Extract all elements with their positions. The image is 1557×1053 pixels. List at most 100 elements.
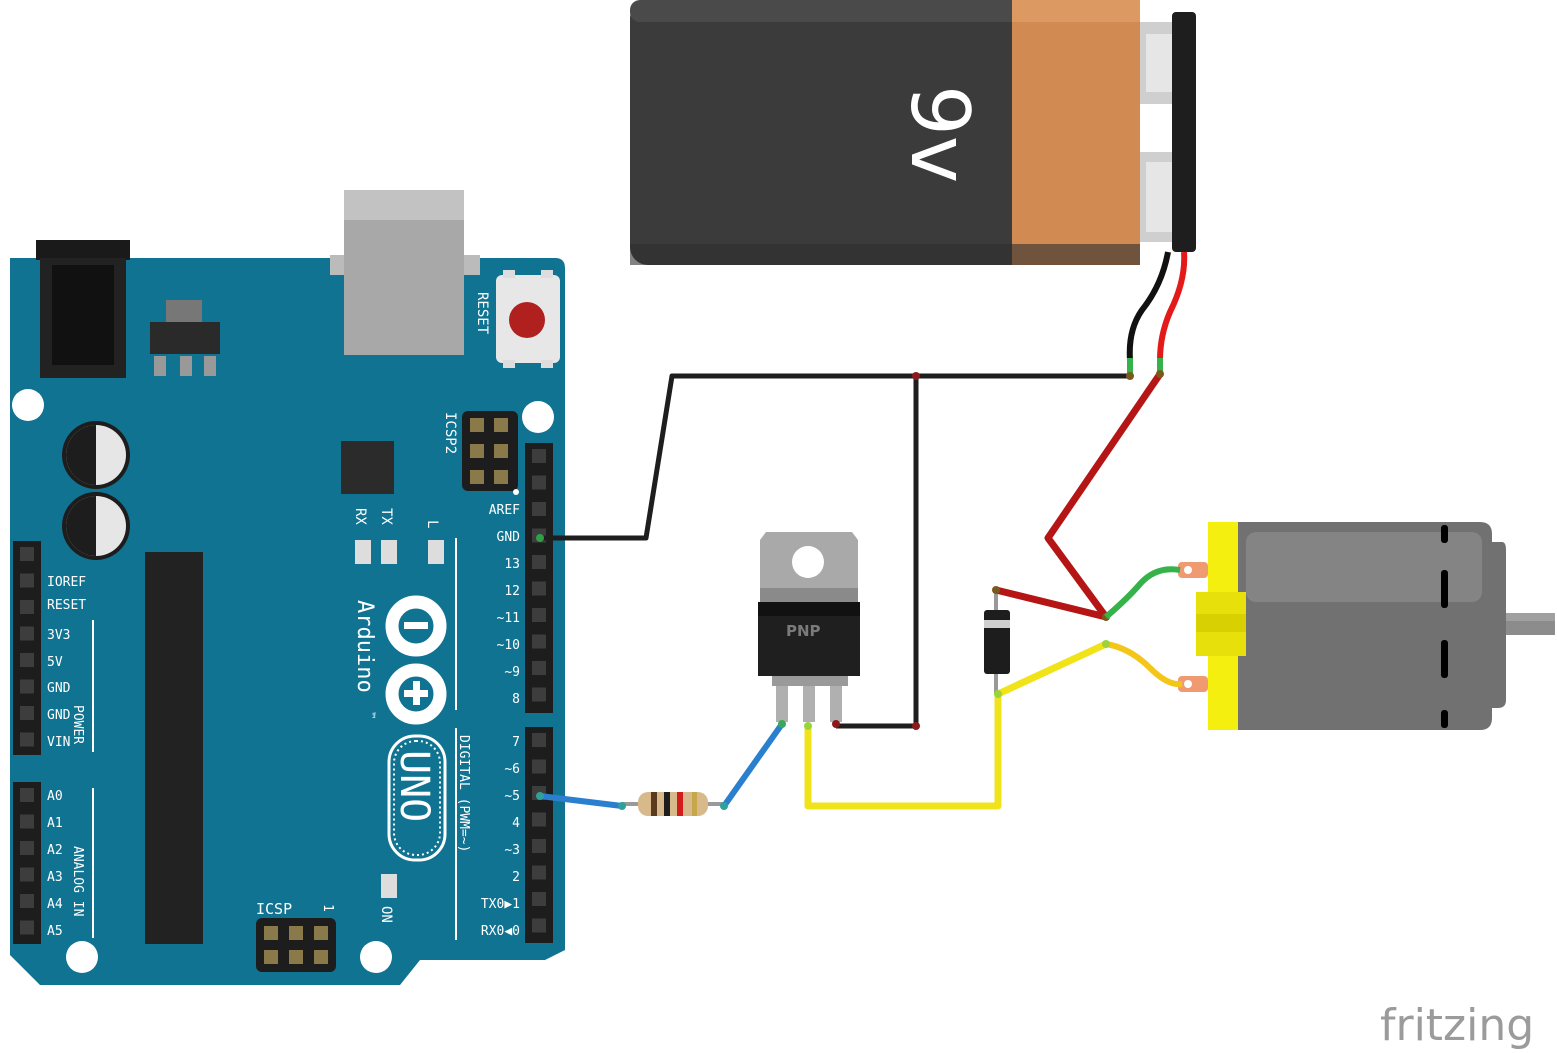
arduino-infinity-logo <box>385 595 447 725</box>
header-socket <box>532 865 546 880</box>
header-socket <box>20 626 34 641</box>
pin-label-5: ~5 <box>504 789 520 804</box>
reset-button[interactable] <box>496 270 560 368</box>
tx-label: TX <box>378 508 394 525</box>
atmega-chip <box>145 552 203 944</box>
header-socket <box>532 661 546 675</box>
mounting-hole <box>522 401 554 433</box>
dc-motor <box>1178 522 1555 730</box>
icsp-label: ICSP <box>256 900 292 918</box>
mounting-hole <box>360 941 392 973</box>
analog-label: ANALOG IN <box>70 846 85 916</box>
l-led <box>428 540 444 564</box>
mounting-hole <box>12 389 44 421</box>
header-socket <box>532 449 546 463</box>
pin-label-1: TX0▶1 <box>481 897 520 912</box>
header-socket <box>20 706 34 720</box>
usb-chip <box>341 441 394 494</box>
header-socket <box>20 653 34 667</box>
header-socket <box>20 841 34 855</box>
trademark: ™ <box>365 712 376 718</box>
arduino-uno-board: RESET ICSP2 RX TX L <box>10 190 565 985</box>
wire-vplus-red <box>995 372 1163 621</box>
header-socket <box>532 892 546 906</box>
header-socket <box>20 732 34 747</box>
pnp-transistor: PNP <box>758 532 860 722</box>
battery-cap <box>1172 12 1196 252</box>
header-socket <box>20 788 34 802</box>
capacitor <box>62 492 130 560</box>
pin-label-3: ~3 <box>504 843 520 858</box>
header-socket <box>532 839 546 853</box>
diode <box>984 590 1010 694</box>
battery-9v: 9v <box>630 0 1196 265</box>
pin-label-12: 12 <box>504 584 520 599</box>
minus-sign <box>404 622 428 629</box>
fritzing-watermark: fritzing <box>1380 1000 1534 1051</box>
header-socket <box>20 867 34 882</box>
pin-label-ioref: IOREF <box>47 575 86 590</box>
pin-label-0: RX0◀0 <box>481 924 520 939</box>
pin-label-a3: A3 <box>47 870 63 885</box>
voltage-regulator <box>150 300 220 376</box>
on-label: ON <box>378 906 394 923</box>
pin-label-vin: VIN <box>47 735 70 750</box>
pin-label-a0: A0 <box>47 789 63 804</box>
header-socket <box>532 733 546 747</box>
reset-label: RESET <box>474 292 490 335</box>
wire-base-blue <box>721 722 785 808</box>
icsp2-header <box>462 411 519 495</box>
analog-header <box>13 782 41 944</box>
pin-label-6: ~6 <box>504 762 520 777</box>
pin-label-4: 4 <box>512 816 520 831</box>
header-socket <box>20 920 34 935</box>
header-socket <box>20 894 34 908</box>
wire-pwm-blue <box>539 793 623 809</box>
pin-label-a2: A2 <box>47 843 63 858</box>
pin-label-gnd-d: GND <box>497 530 521 545</box>
digital-header-bottom <box>525 727 553 943</box>
pin-label-11: ~11 <box>497 611 520 626</box>
plus-sign-v <box>413 681 420 705</box>
battery-lead-black <box>1126 251 1171 361</box>
capacitor <box>62 421 130 489</box>
pin-label-gnd2: GND <box>47 708 71 723</box>
resistor <box>622 792 724 816</box>
header-socket <box>532 918 546 933</box>
pin-label-reset: RESET <box>47 598 86 613</box>
header-socket <box>532 555 546 569</box>
usb-connector <box>330 190 480 355</box>
wire-collector-yellow <box>804 640 1108 810</box>
mounting-hole <box>66 941 98 973</box>
left-pin-labels: IOREF RESET 3V3 5V GND GND VIN A0 A1 A2 … <box>47 575 86 939</box>
header-socket <box>532 502 546 516</box>
on-led <box>381 874 397 898</box>
header-socket <box>20 547 34 561</box>
battery-lead-red <box>1157 251 1188 361</box>
header-socket <box>532 812 546 827</box>
rx-led <box>355 540 371 564</box>
pin-label-10: ~10 <box>497 638 520 653</box>
right-pin-labels: AREF GND 13 12 ~11 ~10 ~9 8 7 ~6 ~5 4 ~3… <box>481 503 520 939</box>
header-socket <box>532 759 546 774</box>
battery-terminal <box>1140 22 1174 242</box>
pin-label-8: 8 <box>512 692 520 707</box>
pin-label-3v3: 3V3 <box>47 628 70 643</box>
header-socket <box>532 608 546 622</box>
pin-label-9: ~9 <box>504 665 520 680</box>
header-socket <box>20 814 34 829</box>
icsp-pin-one: 1 <box>320 904 335 912</box>
header-socket <box>532 687 546 702</box>
power-header <box>13 541 41 755</box>
wire-gnd-black <box>540 373 1130 541</box>
rx-label: RX <box>352 508 368 525</box>
power-jack <box>36 240 130 378</box>
wire-motor-yellow <box>1105 641 1183 688</box>
tx-led <box>381 540 397 564</box>
arduino-brand: Arduino <box>352 600 377 693</box>
uno-model: UNO <box>391 750 437 822</box>
pin-label-7: 7 <box>512 735 520 750</box>
transistor-label: PNP <box>786 622 821 640</box>
pin-label-gnd: GND <box>47 681 71 696</box>
